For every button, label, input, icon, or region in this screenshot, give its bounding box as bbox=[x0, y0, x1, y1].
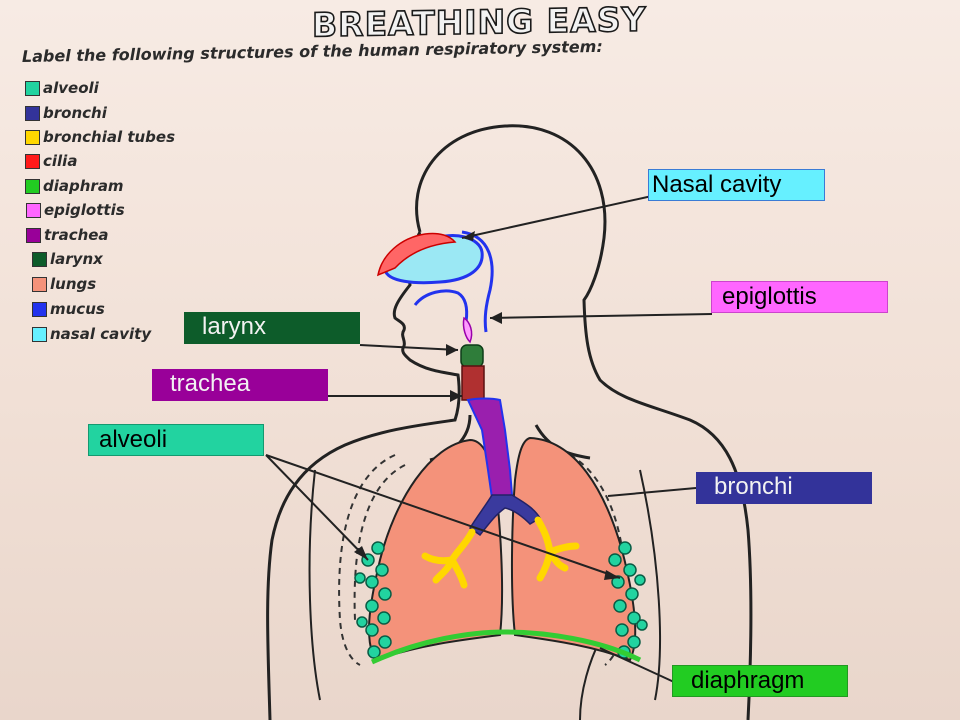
key-swatch bbox=[25, 178, 40, 194]
alveoli-clusters bbox=[354, 541, 648, 659]
key-swatch bbox=[32, 251, 47, 267]
key-label: bronchial tubes bbox=[43, 128, 176, 146]
key-swatch bbox=[25, 80, 40, 96]
key-label: cilia bbox=[43, 152, 78, 170]
key-item-larynx: larynx bbox=[32, 249, 103, 269]
key-item-alveoli: alveoli bbox=[25, 78, 99, 98]
bronchial-tubes bbox=[421, 516, 580, 589]
key-swatch bbox=[26, 227, 41, 243]
label-trachea: trachea bbox=[152, 369, 328, 401]
key-swatch bbox=[26, 202, 41, 218]
key-swatch bbox=[32, 276, 47, 292]
key-item-nasal-cavity: nasal cavity bbox=[32, 324, 151, 344]
key-swatch bbox=[25, 153, 40, 169]
label-nasal-cavity: Nasal cavity bbox=[648, 169, 825, 201]
epiglottis-shape bbox=[462, 316, 473, 344]
label-epiglottis: epiglottis bbox=[711, 281, 888, 313]
key-item-bronchial-tubes: bronchial tubes bbox=[25, 127, 175, 147]
key-item-trachea: trachea bbox=[26, 225, 109, 245]
larynx-shape bbox=[460, 344, 485, 401]
cilia-shape bbox=[376, 232, 457, 277]
key-label: epiglottis bbox=[44, 201, 125, 219]
label-diaphragm: diaphragm bbox=[672, 665, 848, 697]
key-swatch bbox=[32, 301, 47, 317]
key-label: nasal cavity bbox=[50, 325, 152, 343]
key-label: larynx bbox=[50, 250, 103, 268]
bronchi-shape bbox=[468, 494, 542, 537]
key-label: mucus bbox=[50, 300, 105, 318]
key-item-cilia: cilia bbox=[25, 151, 77, 171]
trachea-shape bbox=[466, 397, 514, 500]
key-swatch bbox=[25, 105, 40, 121]
diaphragm-line bbox=[370, 629, 642, 665]
key-label: lungs bbox=[50, 275, 97, 293]
key-item-bronchi: bronchi bbox=[25, 103, 107, 123]
airway-outline bbox=[413, 230, 494, 333]
label-larynx: larynx bbox=[184, 312, 360, 344]
key-swatch bbox=[32, 326, 47, 342]
key-swatch bbox=[25, 129, 40, 145]
key-item-mucus: mucus bbox=[32, 299, 105, 319]
pointer-lines bbox=[265, 195, 713, 683]
key-label: bronchi bbox=[43, 104, 107, 122]
key-item-epiglottis: epiglottis bbox=[26, 200, 125, 220]
key-label: trachea bbox=[44, 226, 109, 244]
key-label: diaphram bbox=[43, 177, 124, 195]
key-label: alveoli bbox=[43, 79, 99, 97]
key-item-diaphram: diaphram bbox=[25, 176, 124, 196]
label-bronchi: bronchi bbox=[696, 472, 872, 504]
pointer-arrowheads bbox=[354, 231, 620, 580]
lung-left bbox=[368, 438, 504, 662]
key-item-lungs: lungs bbox=[32, 274, 96, 294]
label-alveoli: alveoli bbox=[88, 424, 264, 456]
